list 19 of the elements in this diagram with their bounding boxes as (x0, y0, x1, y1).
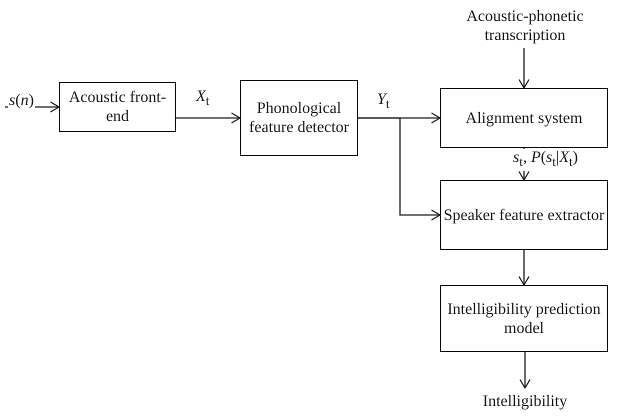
node-text: Intelligibility (482, 392, 568, 410)
process-box (440, 180, 608, 250)
arrow (358, 117, 441, 221)
box-label: Speaker feature extractor (444, 206, 604, 224)
process-box (440, 285, 608, 352)
node-text: Acoustic-phonetic transcription (465, 7, 585, 45)
process-box (59, 82, 176, 132)
edge-label: s$_{t}$, P(s$_{t}$|X$_{t}$) (512, 149, 579, 172)
box-label: Intelligibility prediction model (446, 300, 602, 338)
box-label: Alignment system (466, 108, 582, 128)
arrow (519, 352, 531, 389)
process-box (240, 80, 358, 156)
arrow (518, 250, 530, 286)
edge-label: s(n) (8, 92, 35, 110)
process-box (440, 88, 608, 148)
arrow (176, 112, 241, 124)
arrow (518, 48, 530, 89)
box-label: Acoustic front-end (68, 88, 168, 126)
box-label: Phonological feature detector (248, 99, 350, 137)
